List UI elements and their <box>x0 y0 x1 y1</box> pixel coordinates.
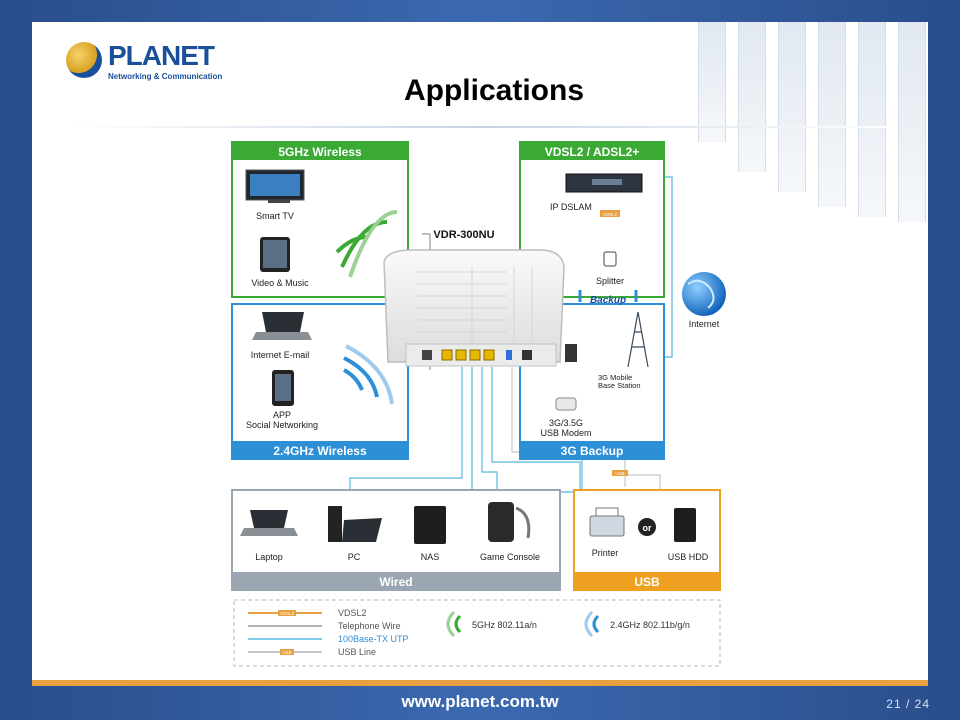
svg-text:Base Station: Base Station <box>598 381 641 390</box>
base-station-icon <box>627 311 649 368</box>
panel-usb: USB Printer or USB HDD USB <box>573 470 721 591</box>
panel-3g-header: 3G Backup <box>561 444 624 458</box>
logo-name: PLANET <box>108 40 215 71</box>
legend-wifi-5ghz-icon <box>446 610 462 638</box>
nas-label: NAS <box>421 552 440 562</box>
panel-wired: Wired Laptop PC NAS Game Console <box>231 489 561 591</box>
power-port <box>522 350 532 360</box>
lan-port-1 <box>441 349 453 361</box>
svg-text:VDSL2: VDSL2 <box>280 611 295 616</box>
laptop-icon <box>262 312 304 332</box>
social-networking-label: Social Networking <box>246 420 318 430</box>
legend-phone-label: Telephone Wire <box>338 621 401 631</box>
svg-text:USB: USB <box>615 471 624 476</box>
legend-wifi-5ghz-label: 5GHz 802.11a/n <box>472 620 537 630</box>
svg-text:USB Modem: USB Modem <box>540 428 591 438</box>
svg-text:USB: USB <box>282 650 291 655</box>
logo-tagline: Networking & Communication <box>108 72 223 81</box>
svg-text:VDSL2: VDSL2 <box>603 212 618 217</box>
or-label: or <box>643 523 652 533</box>
legend-vdsl-label: VDSL2 <box>338 608 367 618</box>
lan-port-3 <box>469 349 481 361</box>
network-diagram: 5GHz Wireless Smart TV Video & Music 2.4… <box>231 141 726 667</box>
internet-email-label: Internet E-mail <box>251 350 310 360</box>
wifi-24ghz-waves-icon <box>343 344 394 405</box>
panel-wired-header: Wired <box>379 575 412 589</box>
pc-label: PC <box>348 552 361 562</box>
planet-logo: PLANET Networking & Communication <box>66 40 222 90</box>
server-rack-decoration <box>658 22 928 222</box>
smart-tv-label: Smart TV <box>256 211 294 221</box>
title-divider <box>72 126 892 128</box>
panel-3g-backup: 3G Backup 3G Mobile Base Station 3G/3.5G… <box>519 303 665 460</box>
usb-modem-icon <box>555 397 577 411</box>
panel-usb-header: USB <box>634 575 660 589</box>
backup-label: Backup <box>590 295 626 306</box>
router-vdr300nu: VDR-300NU <box>383 229 565 367</box>
panel-24ghz-header: 2.4GHz Wireless <box>273 444 367 458</box>
ip-dslam-label: IP DSLAM <box>550 202 592 212</box>
device-model-label: VDR-300NU <box>433 229 494 241</box>
legend-utp-label: 100Base-TX UTP <box>338 634 409 644</box>
base-station-label: 3G Mobile <box>598 373 632 382</box>
wired-laptop-label: Laptop <box>255 552 283 562</box>
legend-wifi-24ghz-label: 2.4GHz 802.11b/g/n <box>610 620 690 630</box>
usb-stick-icon <box>565 344 577 362</box>
lan-port-4 <box>483 349 495 361</box>
footer-url[interactable]: www.planet.com.tw <box>401 692 559 711</box>
wifi-5ghz-waves-icon <box>335 210 398 278</box>
printer-label: Printer <box>592 548 619 558</box>
printer-icon <box>589 515 625 537</box>
page-title: Applications <box>403 74 584 107</box>
legend: VDSL2 VDSL2 Telephone Wire 100Base-TX UT… <box>233 599 721 667</box>
video-music-label: Video & Music <box>251 278 309 288</box>
internet-label: Internet <box>689 319 720 329</box>
phone-port <box>422 350 432 360</box>
game-console-label: Game Console <box>480 552 540 562</box>
game-console-icon <box>488 502 514 542</box>
nas-icon <box>414 506 446 544</box>
slide: PLANET Networking & Communication Applic… <box>32 22 928 680</box>
globe-icon <box>682 272 726 316</box>
app-label: APP <box>273 410 291 420</box>
usb-modem-label: 3G/3.5G <box>549 418 583 428</box>
legend-wifi-24ghz-icon <box>584 610 600 638</box>
internet-globe: Internet <box>682 272 726 329</box>
footer-accent-bar <box>32 680 928 686</box>
panel-vdsl-header: VDSL2 / ADSL2+ <box>545 145 640 159</box>
legend-usb-label: USB Line <box>338 647 376 657</box>
page-number: 21 / 24 <box>886 697 930 711</box>
usb-port <box>506 350 512 360</box>
lan-port-2 <box>455 349 467 361</box>
splitter-label: Splitter <box>596 276 624 286</box>
panel-24ghz-wireless: 2.4GHz Wireless Internet E-mail APP Soci… <box>231 303 409 460</box>
splitter-icon <box>603 251 617 267</box>
pc-icon <box>328 506 342 542</box>
wired-laptop-icon <box>250 510 288 528</box>
panel-5ghz-wireless: 5GHz Wireless Smart TV Video & Music <box>231 141 409 298</box>
backup-indicator: Backup <box>578 290 638 306</box>
usb-hdd-icon <box>674 508 696 542</box>
usb-hdd-label: USB HDD <box>668 552 709 562</box>
panel-5ghz-header: 5GHz Wireless <box>278 145 362 159</box>
planet-globe-icon <box>66 42 102 78</box>
